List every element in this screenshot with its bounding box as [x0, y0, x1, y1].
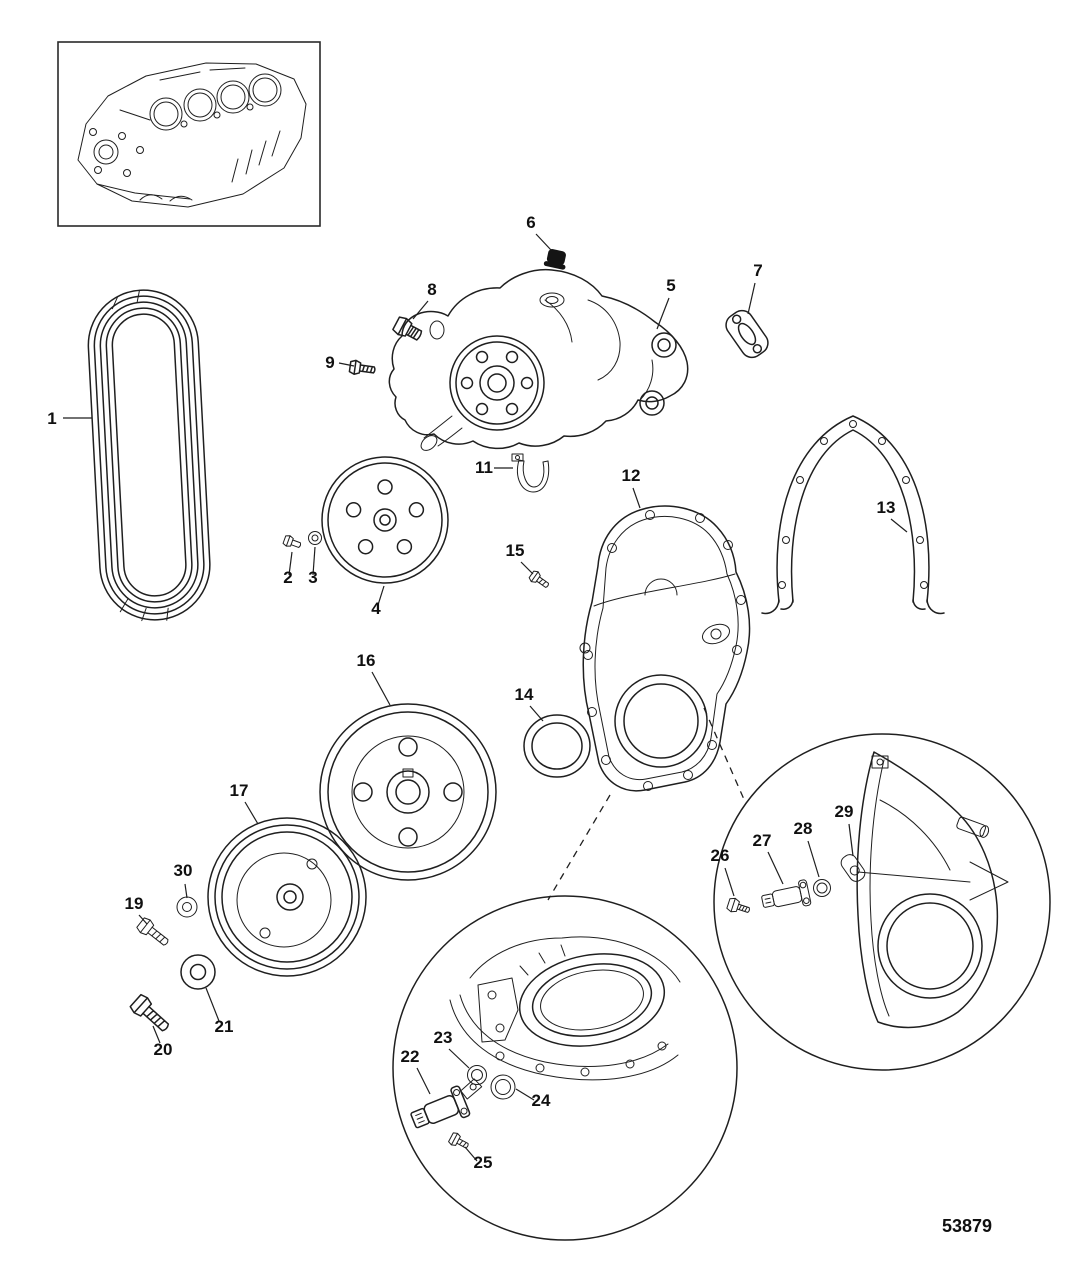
callout-label-26: 26 — [711, 846, 730, 865]
callout-1: 1 — [47, 409, 92, 428]
callout-2: 2 — [283, 551, 293, 587]
washer-part-3 — [308, 531, 322, 545]
callout-label-20: 20 — [154, 1040, 173, 1059]
water-pump-pulley-flange — [449, 335, 545, 431]
callout-6: 6 — [526, 213, 552, 251]
callout-4: 4 — [371, 585, 385, 618]
washer-part-21 — [180, 954, 216, 990]
callout-15: 15 — [506, 541, 534, 575]
callout-label-9: 9 — [325, 353, 334, 372]
callouts: 1 2 3 4 5 6 7 8 9 11 12 13 14 15 16 17 1… — [47, 213, 908, 1172]
callout-30: 30 — [174, 861, 193, 899]
callout-label-5: 5 — [666, 276, 675, 295]
callout-label-24: 24 — [532, 1091, 551, 1110]
washer-part-30 — [176, 896, 198, 918]
callout-24: 24 — [515, 1088, 551, 1110]
bolt-part-9 — [348, 359, 376, 375]
callout-8: 8 — [412, 280, 437, 320]
pulley-part-4 — [321, 456, 449, 584]
callout-label-7: 7 — [753, 261, 762, 280]
bolt-part-2 — [282, 535, 302, 548]
detail-view-timing-cover — [713, 733, 1051, 1071]
timing-cover-gasket — [761, 415, 945, 615]
callout-label-17: 17 — [230, 781, 249, 800]
harmonic-balancer — [319, 703, 497, 881]
callout-label-16: 16 — [357, 651, 376, 670]
dashed-reference-line-right — [703, 707, 747, 805]
dashed-reference-line-bottom — [547, 794, 611, 901]
callout-14: 14 — [515, 685, 544, 722]
bolt-part-26 — [726, 897, 750, 913]
callout-19: 19 — [125, 894, 148, 925]
callout-7: 7 — [747, 261, 763, 315]
callout-16: 16 — [357, 651, 391, 706]
bolt-part-20 — [129, 993, 170, 1032]
bolt-part-19 — [136, 917, 169, 946]
callout-label-22: 22 — [401, 1047, 420, 1066]
callout-label-28: 28 — [794, 819, 813, 838]
bolt-part-25 — [448, 1132, 469, 1149]
callout-23: 23 — [434, 1028, 470, 1069]
callout-11: 11 — [475, 458, 513, 477]
callout-label-14: 14 — [515, 685, 534, 704]
fitting-part-8 — [392, 316, 423, 341]
crankshaft-pulley — [207, 817, 367, 977]
callout-12: 12 — [622, 466, 641, 509]
gasket-part-7 — [725, 309, 769, 359]
callout-label-19: 19 — [125, 894, 144, 913]
callout-label-30: 30 — [174, 861, 193, 880]
o-ring-part-24 — [490, 1074, 516, 1100]
callout-label-15: 15 — [506, 541, 525, 560]
callout-label-8: 8 — [427, 280, 436, 299]
callout-label-23: 23 — [434, 1028, 453, 1047]
callout-label-6: 6 — [526, 213, 535, 232]
callout-13: 13 — [877, 498, 908, 533]
callout-label-2: 2 — [283, 568, 292, 587]
callout-27: 27 — [753, 831, 784, 885]
callout-20: 20 — [152, 1025, 173, 1059]
sensor-part-27 — [761, 879, 812, 908]
detail-view-flywheel-housing — [392, 895, 738, 1241]
callout-22: 22 — [401, 1047, 431, 1095]
gasket-part-29 — [840, 854, 866, 882]
serpentine-belt — [87, 289, 211, 622]
callout-label-29: 29 — [835, 802, 854, 821]
callout-label-27: 27 — [753, 831, 772, 850]
callout-28: 28 — [794, 819, 820, 878]
callout-5: 5 — [656, 276, 676, 330]
bolt-part-15 — [528, 570, 549, 588]
callout-label-11: 11 — [475, 458, 493, 477]
callout-label-13: 13 — [877, 498, 896, 517]
engine-block-inset — [57, 41, 321, 227]
water-pump-assembly — [388, 268, 689, 451]
callout-label-4: 4 — [371, 599, 381, 618]
o-ring-part-23 — [467, 1065, 487, 1085]
plug-part-6 — [543, 249, 566, 270]
sensor-part-22 — [410, 1078, 483, 1129]
callout-29: 29 — [835, 802, 854, 857]
callout-21: 21 — [205, 987, 234, 1036]
callout-label-3: 3 — [308, 568, 317, 587]
figure-number: 53879 — [942, 1216, 992, 1236]
callout-label-21: 21 — [215, 1017, 234, 1036]
o-ring-part-28 — [813, 879, 831, 897]
callout-25: 25 — [464, 1146, 493, 1172]
callout-9: 9 — [325, 353, 355, 372]
clamp-part-11 — [511, 453, 550, 493]
callout-17: 17 — [230, 781, 259, 825]
callout-3: 3 — [308, 546, 318, 587]
callout-label-25: 25 — [474, 1153, 493, 1172]
callout-label-1: 1 — [47, 409, 56, 428]
seal-part-14 — [523, 714, 591, 778]
callout-26: 26 — [711, 846, 735, 897]
timing-cover — [579, 505, 751, 792]
callout-label-12: 12 — [622, 466, 641, 485]
